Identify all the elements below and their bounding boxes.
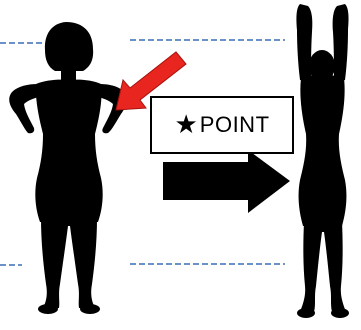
person-arms-raised-silhouette-icon: [296, 4, 349, 318]
star-icon: ★: [174, 112, 197, 138]
point-label: POINT: [200, 114, 270, 136]
point-callout: ★ POINT: [150, 96, 294, 154]
person-arms-bent-silhouette-icon: [9, 22, 127, 314]
black-right-arrow-icon: [163, 150, 290, 213]
